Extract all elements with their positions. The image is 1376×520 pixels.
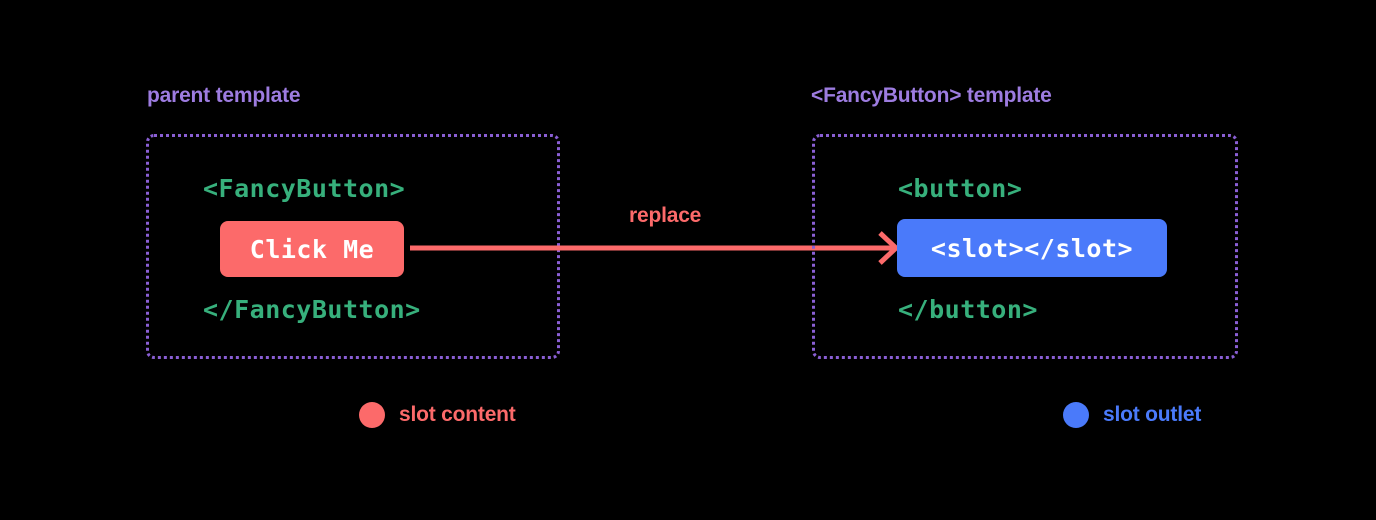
code-close-button-tag: </button> — [898, 295, 1038, 324]
filled-circle-icon — [1063, 402, 1089, 428]
parent-template-label: parent template — [147, 84, 301, 107]
fancybutton-template-panel — [812, 134, 1238, 359]
legend-label-slot-outlet: slot outlet — [1103, 403, 1202, 426]
legend-label-slot-content: slot content — [399, 403, 516, 426]
replace-arrow-label: replace — [629, 204, 702, 227]
legend-item-slot-content: slot content — [359, 402, 516, 428]
code-close-fancybutton-tag: </FancyButton> — [203, 295, 421, 324]
slot-outlet-box[interactable]: <slot></slot> — [897, 219, 1167, 277]
filled-circle-icon — [359, 402, 385, 428]
code-open-button-tag: <button> — [898, 174, 1023, 203]
code-open-fancybutton-tag: <FancyButton> — [203, 174, 406, 203]
legend-item-slot-outlet: slot outlet — [1063, 402, 1201, 428]
slot-content-box[interactable]: Click Me — [220, 221, 404, 277]
fancybutton-template-label: <FancyButton> template — [811, 84, 1052, 107]
